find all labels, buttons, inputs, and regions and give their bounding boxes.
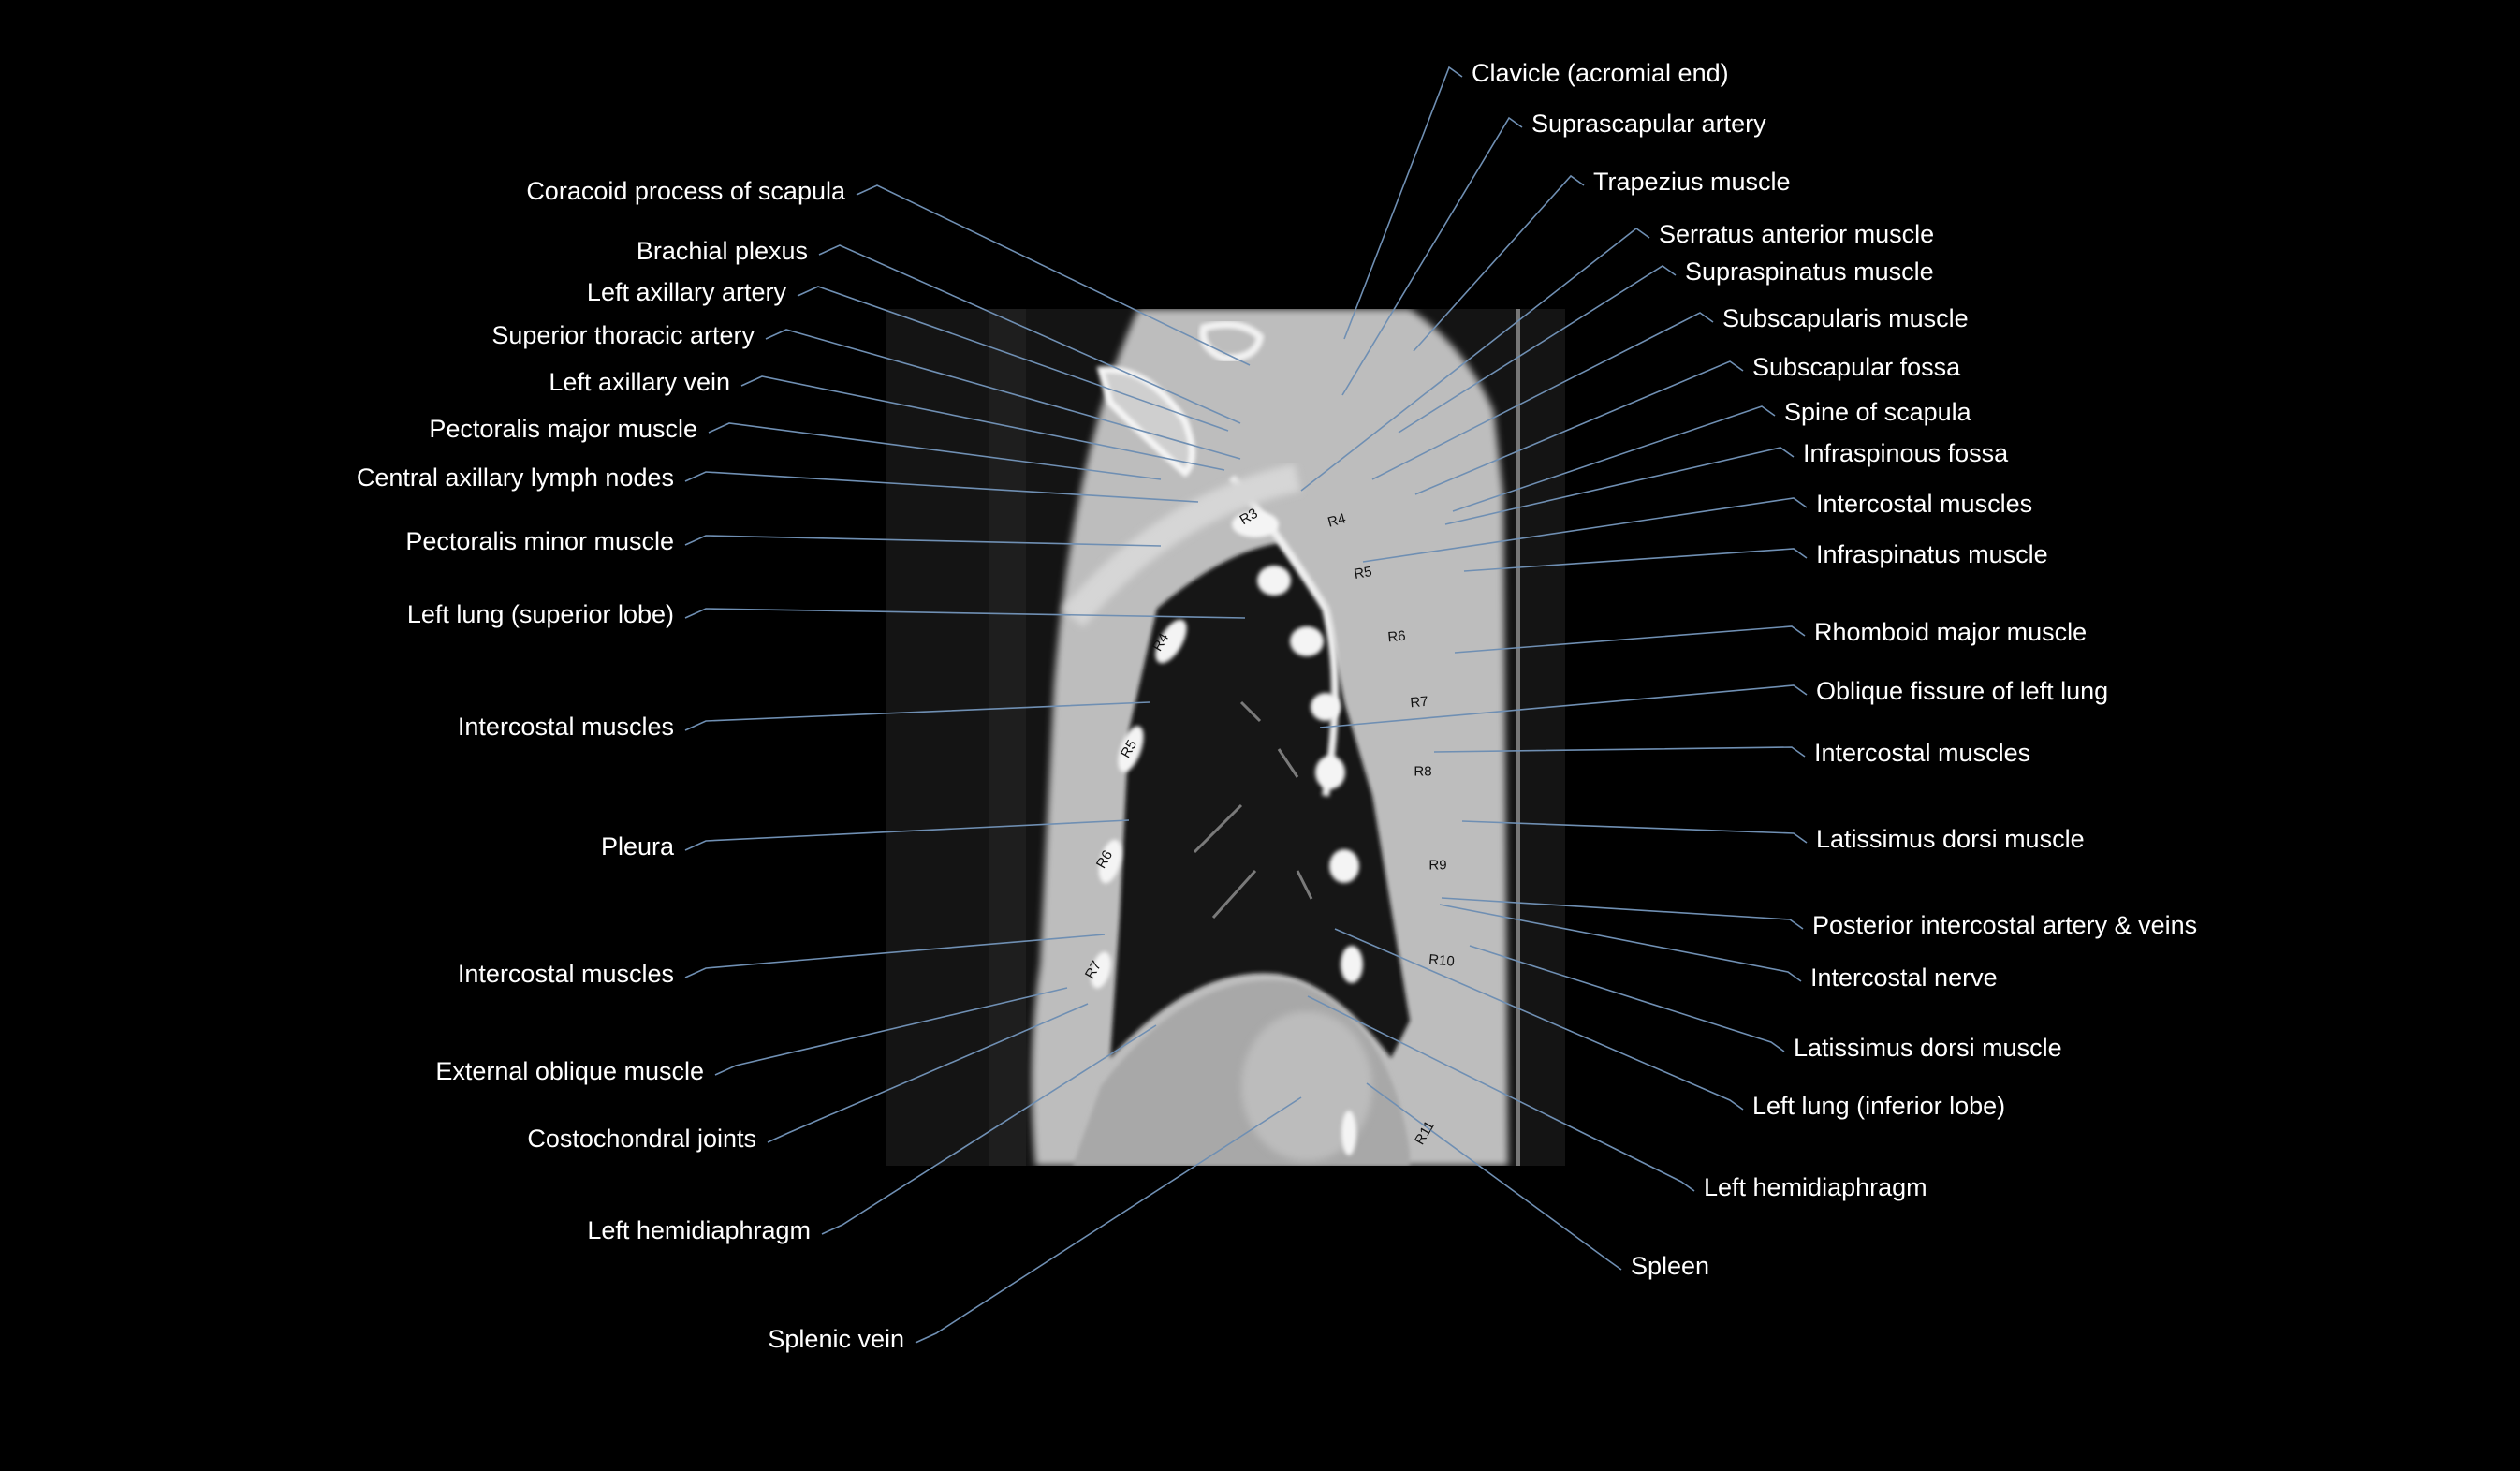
anatomy-label: Costochondral joints [527, 1125, 756, 1153]
anatomy-label: Pleura [600, 832, 674, 861]
anatomy-label: Intercostal nerve [1810, 964, 1998, 992]
anatomy-label: Left axillary artery [586, 278, 786, 306]
leader-line [818, 244, 1241, 424]
leader-line [1463, 548, 1808, 572]
leader-line [821, 1024, 1157, 1235]
anatomy-label: Infraspinous fossa [1803, 439, 2009, 467]
leader-line [1398, 265, 1677, 434]
leader-line [1341, 116, 1523, 396]
anatomy-label: Left lung (superior lobe) [406, 600, 674, 628]
anatomy-label: Central axillary lymph nodes [356, 463, 674, 492]
anatomy-label: External oblique muscle [435, 1057, 704, 1085]
rib-marker: R9 [1428, 857, 1447, 874]
leader-line [1452, 405, 1776, 512]
leader-line [740, 375, 1225, 471]
leader-line [684, 608, 1246, 619]
leader-line [856, 184, 1251, 366]
anatomy-label: Brachial plexus [636, 237, 808, 265]
leader-line [1300, 228, 1650, 492]
leader-line [1454, 625, 1806, 654]
anatomy-label: Subscapular fossa [1752, 353, 1961, 381]
leader-line [1414, 360, 1744, 495]
leader-line [1461, 820, 1808, 844]
leader-line [684, 701, 1150, 731]
anatomy-label: Superior thoracic artery [491, 321, 755, 349]
leader-line [684, 535, 1162, 547]
anatomy-label: Pectoralis major muscle [429, 415, 697, 443]
leader-line [1307, 995, 1695, 1192]
anatomy-label: Left axillary vein [549, 368, 730, 396]
leader-line [767, 1003, 1089, 1143]
leader-line [1319, 684, 1808, 728]
rib-marker: R8 [1414, 763, 1432, 780]
leader-line [797, 286, 1229, 432]
leader-line [708, 422, 1162, 480]
leader-line [1439, 904, 1802, 982]
anatomy-label: Posterior intercostal artery & veins [1812, 911, 2198, 939]
anatomy-label: Intercostal muscles [457, 960, 674, 988]
anatomy-label: Intercostal muscles [1816, 490, 2033, 518]
leader-line [765, 329, 1241, 460]
anatomy-label: Subscapularis muscle [1722, 304, 1969, 332]
leader-line [1444, 447, 1795, 525]
anatomy-label: Spine of scapula [1784, 398, 1971, 426]
anatomy-label: Supraspinatus muscle [1685, 257, 1934, 286]
leader-line [1362, 497, 1808, 563]
anatomy-label: Latissimus dorsi muscle [1816, 825, 2085, 853]
rib-marker: R10 [1428, 951, 1456, 970]
anatomy-label: Serratus anterior muscle [1659, 220, 1935, 248]
leader-line [684, 934, 1106, 978]
anatomy-label: Suprascapular artery [1531, 110, 1766, 138]
rib-marker: R6 [1386, 627, 1407, 646]
anatomy-label: Pectoralis minor muscle [405, 527, 674, 555]
leader-line [1343, 66, 1463, 340]
anatomy-label: Oblique fissure of left lung [1816, 677, 2109, 705]
leader-line [1334, 928, 1744, 1111]
anatomy-label: Intercostal muscles [457, 713, 674, 741]
anatomy-label: Spleen [1631, 1252, 1710, 1280]
anatomy-label: Coracoid process of scapula [526, 177, 845, 205]
leader-line [714, 987, 1068, 1076]
rib-marker: R7 [1409, 693, 1429, 712]
anatomy-label: Left hemidiaphragm [1704, 1173, 1927, 1201]
leader-line [1413, 174, 1585, 352]
anatomy-label: Latissimus dorsi muscle [1794, 1034, 2062, 1062]
anatomy-label: Clavicle (acromial end) [1472, 59, 1729, 87]
anatomy-label: Splenic vein [768, 1325, 904, 1353]
leader-line [1469, 945, 1785, 1052]
leader-line [915, 1096, 1302, 1344]
leader-line [684, 819, 1130, 851]
leader-line [1366, 1082, 1622, 1271]
leader-line [1371, 312, 1714, 480]
anatomy-label: Rhomboid major muscle [1814, 618, 2088, 646]
anatomy-label: Left lung (inferior lobe) [1752, 1092, 2006, 1120]
anatomy-label: Infraspinatus muscle [1816, 540, 2048, 568]
anatomy-label: Intercostal muscles [1814, 739, 2031, 767]
leader-line [684, 471, 1199, 503]
leader-line [1441, 897, 1804, 930]
leader-line [1433, 746, 1806, 758]
rib-marker: R5 [1353, 563, 1373, 583]
anatomy-label: Left hemidiaphragm [587, 1216, 811, 1244]
anatomy-label: Trapezius muscle [1593, 168, 1791, 196]
